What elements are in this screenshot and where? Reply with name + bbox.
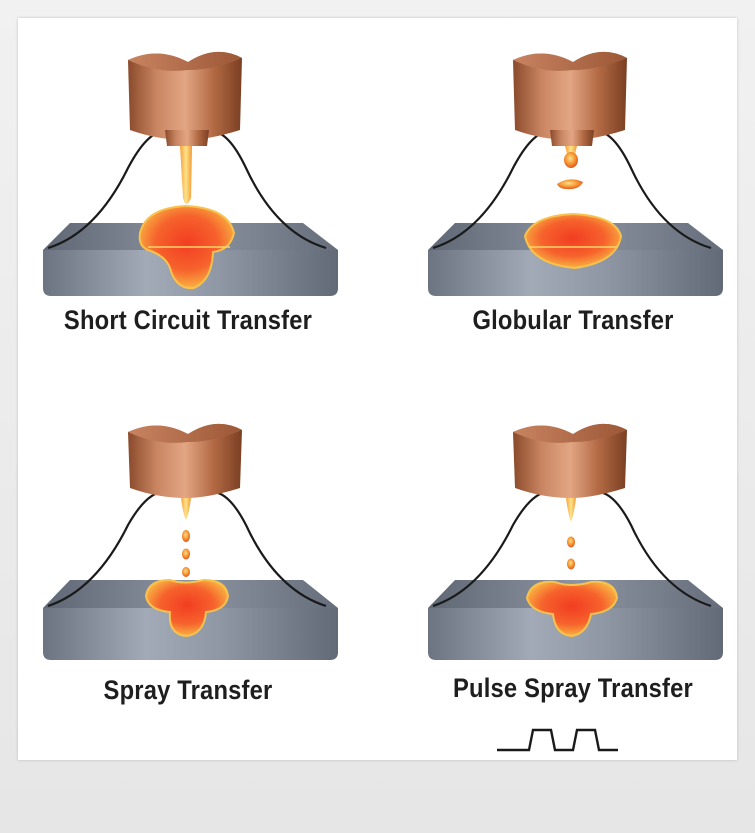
torch-rim	[128, 51, 242, 71]
torch-body	[513, 51, 627, 140]
wire-electrode	[565, 146, 577, 154]
torch-rim	[513, 423, 627, 443]
spray-droplet-2	[182, 548, 190, 560]
caption-pulse-spray: Pulse Spray Transfer	[453, 673, 693, 703]
pulse-droplet-1	[567, 536, 575, 548]
wire-tip	[566, 498, 576, 522]
contact-tip	[165, 130, 209, 146]
pulse-waveform-icon	[497, 728, 618, 752]
molten-pool	[144, 578, 230, 638]
torch-body	[513, 423, 627, 498]
pulse-droplet-2	[567, 558, 575, 570]
workpiece-front	[428, 250, 723, 296]
detached-droplet	[557, 179, 583, 190]
torch-rim	[513, 51, 627, 71]
torch-body	[128, 423, 242, 498]
wire-tip	[181, 498, 191, 520]
arc-line-right	[594, 490, 712, 608]
caption-globular: Globular Transfer	[472, 305, 674, 335]
molten-pool	[525, 580, 619, 638]
short-circuit-illustration	[43, 51, 338, 296]
arc-line-right	[594, 129, 712, 250]
panel-globular: Globular Transfer	[393, 18, 753, 389]
arc-line-right	[209, 129, 327, 250]
arc-line-left	[47, 490, 167, 608]
spray-droplet-1	[182, 530, 190, 542]
pulse-spray-illustration	[428, 423, 723, 660]
molten-pool	[523, 212, 623, 270]
panel-short-circuit: Short Circuit Transfer	[8, 18, 368, 389]
torch-rim	[128, 423, 242, 443]
torch-body	[128, 51, 242, 140]
panel-spray: Spray Transfer	[8, 390, 368, 761]
globular-illustration	[428, 51, 723, 296]
arc-line-right	[209, 490, 327, 608]
spray-droplet-3	[182, 567, 190, 577]
contact-tip	[550, 130, 594, 146]
caption-spray: Spray Transfer	[103, 675, 273, 705]
droplet	[564, 152, 578, 168]
caption-short-circuit: Short Circuit Transfer	[63, 305, 313, 335]
arc-line-left	[432, 490, 552, 608]
panel-pulse-spray: Pulse Spray Transfer	[393, 390, 753, 761]
wire-electrode	[180, 146, 192, 204]
spray-illustration	[43, 423, 338, 660]
